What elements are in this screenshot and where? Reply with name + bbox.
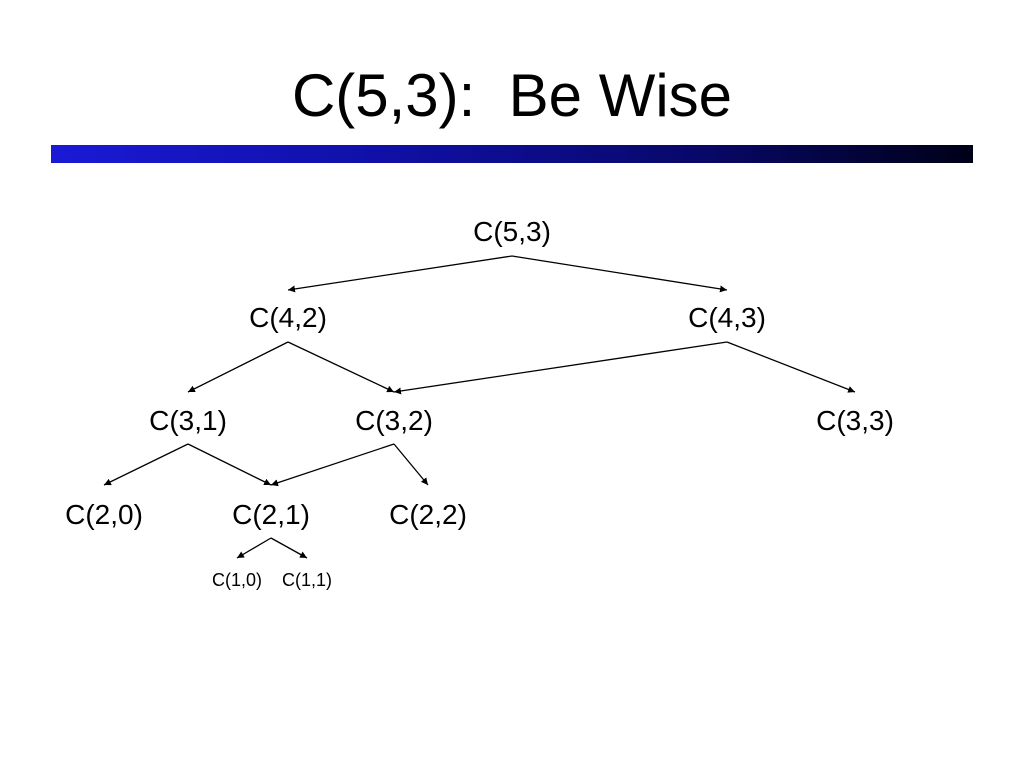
tree-edge-c42-c31 bbox=[187, 341, 289, 393]
tree-node-c21: C(2,1) bbox=[232, 499, 310, 530]
tree-node-c20: C(2,0) bbox=[65, 499, 143, 530]
tree-edge-c21-c11 bbox=[270, 537, 308, 559]
tree-node-c33: C(3,3) bbox=[816, 405, 894, 436]
tree-node-c31: C(3,1) bbox=[149, 405, 227, 436]
tree-node-c42: C(4,2) bbox=[249, 302, 327, 333]
tree-edge-c43-c32 bbox=[393, 341, 728, 395]
tree-edge-c31-c20 bbox=[103, 443, 189, 486]
tree-edge-c21-c10 bbox=[236, 537, 272, 559]
tree-node-c43: C(4,3) bbox=[688, 302, 766, 333]
tree-node-c11: C(1,1) bbox=[281, 570, 333, 590]
tree-node-c22: C(2,2) bbox=[389, 499, 467, 530]
tree-edge-c31-c21 bbox=[187, 443, 272, 486]
tree-edge-c53-c43 bbox=[511, 255, 728, 293]
slide-title: C(5,3): Be Wise bbox=[291, 62, 733, 129]
tree-node-c32: C(3,2) bbox=[355, 405, 433, 436]
tree-edge-c53-c42 bbox=[287, 255, 513, 293]
tree-node-c53: C(5,3) bbox=[473, 216, 551, 247]
title-underline-bar bbox=[51, 145, 973, 163]
tree-edge-c42-c32 bbox=[287, 341, 395, 393]
tree-edge-c32-c22 bbox=[393, 443, 429, 486]
tree-node-c10: C(1,0) bbox=[211, 570, 263, 590]
tree-edge-c32-c21 bbox=[270, 443, 395, 487]
tree-edge-c43-c33 bbox=[726, 341, 856, 393]
